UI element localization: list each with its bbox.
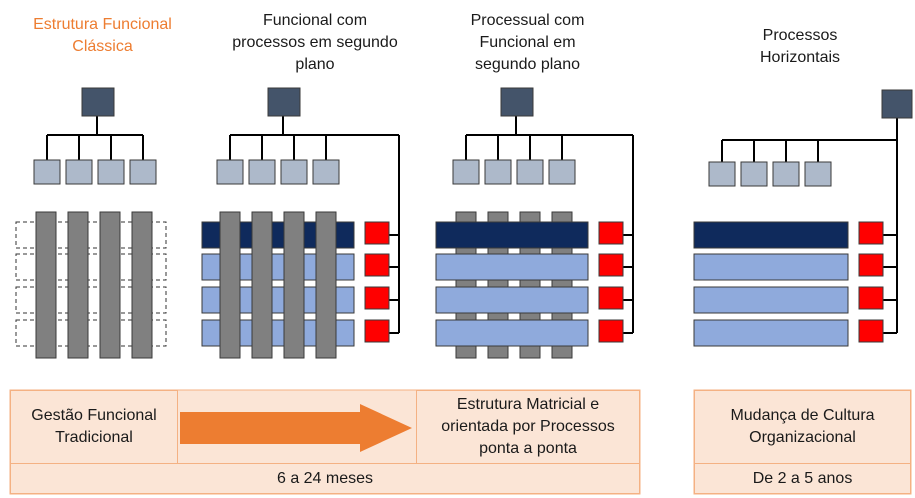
functional-pillar (219, 211, 241, 359)
top-management-box (267, 87, 301, 117)
top-management-box (81, 87, 115, 117)
dashed-process-row (15, 253, 167, 281)
duration-right-bar: De 2 a 5 anos (694, 463, 911, 494)
functional-pillar (315, 211, 337, 359)
duration-left-bar: 6 a 24 meses (10, 463, 640, 494)
functional-pillar (251, 211, 273, 359)
functional-pillar (131, 211, 153, 359)
process-band (693, 319, 849, 347)
process-band (435, 286, 589, 314)
process-band (693, 221, 849, 249)
arrow-right-icon (180, 404, 412, 452)
dashed-process-row (15, 319, 167, 347)
department-box (708, 161, 736, 187)
process-owner-box (598, 221, 624, 245)
department-box (216, 159, 244, 185)
process-owner-box (364, 253, 390, 277)
department-box (804, 161, 832, 187)
department-box (248, 159, 276, 185)
process-band (435, 253, 589, 281)
department-box (129, 159, 157, 185)
top-management-box (881, 89, 913, 119)
top-management-box (500, 87, 534, 117)
department-box (452, 159, 480, 185)
process-owner-box (364, 319, 390, 343)
process-band (435, 221, 589, 249)
functional-pillar (99, 211, 121, 359)
process-band (435, 319, 589, 347)
process-band (693, 286, 849, 314)
process-owner-box (364, 286, 390, 310)
department-box (772, 161, 800, 187)
department-box (312, 159, 340, 185)
department-box (516, 159, 544, 185)
panel-processos-horizontais (693, 89, 913, 347)
process-owner-box (598, 253, 624, 277)
column-title-processual-com-funcional: Processual com Funcional em segundo plan… (470, 12, 585, 73)
panel-processual-com-funcional (435, 87, 634, 359)
department-box (33, 159, 61, 185)
process-owner-box (858, 221, 884, 245)
department-box (484, 159, 512, 185)
process-band (693, 253, 849, 281)
mudanca-cultura-box: Mudança de Cultura Organizacional (694, 390, 911, 464)
panel-funcional-com-processos (201, 87, 400, 359)
dashed-process-row (15, 286, 167, 314)
panel-estrutura-funcional-classica (15, 87, 167, 359)
dashed-process-row (15, 221, 167, 249)
department-box (548, 159, 576, 185)
department-box (65, 159, 93, 185)
functional-pillar (283, 211, 305, 359)
process-owner-box (364, 221, 390, 245)
process-owner-box (598, 286, 624, 310)
department-box (280, 159, 308, 185)
department-box (740, 161, 768, 187)
column-title-processos-horizontais: Processos Horizontais (759, 27, 841, 66)
gestao-funcional-box: Gestão Funcional Tradicional (10, 390, 178, 464)
department-box (97, 159, 125, 185)
column-title-estrutura-funcional: Estrutura Funcional Clássica (33, 16, 172, 55)
process-owner-box (598, 319, 624, 343)
process-owner-box (858, 319, 884, 343)
estrutura-matricial-box: Estrutura Matricial e orientada por Proc… (416, 390, 640, 464)
column-title-funcional-com-processos: Funcional com processos em segundo plano (232, 12, 398, 73)
process-owner-box (858, 253, 884, 277)
functional-pillar (67, 211, 89, 359)
functional-pillar (35, 211, 57, 359)
process-owner-box (858, 286, 884, 310)
